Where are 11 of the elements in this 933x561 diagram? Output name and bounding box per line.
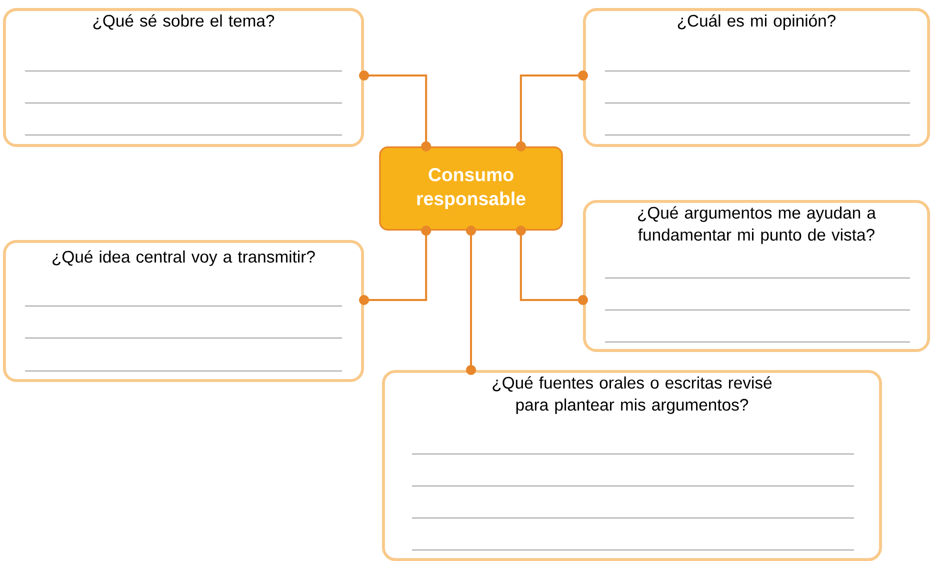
topic-box: Consumo responsable xyxy=(379,146,563,231)
connector-line xyxy=(359,226,432,305)
connector-line xyxy=(359,70,432,152)
question-box: ¿Qué argumentos me ayudan a fundamentar mi punto de vista? xyxy=(582,200,930,352)
connector-line xyxy=(466,226,476,375)
question-box: ¿Qué sé sobre el tema? xyxy=(2,8,364,147)
connector-line xyxy=(516,226,588,305)
connector-line xyxy=(516,70,588,152)
question-box: ¿Qué idea central voy a transmitir? xyxy=(2,240,364,382)
question-box: ¿Qué fuentes orales o escritas revisé para plantear mis argumentos? xyxy=(382,370,882,561)
question-box: ¿Cuál es mi opinión? xyxy=(582,8,930,147)
